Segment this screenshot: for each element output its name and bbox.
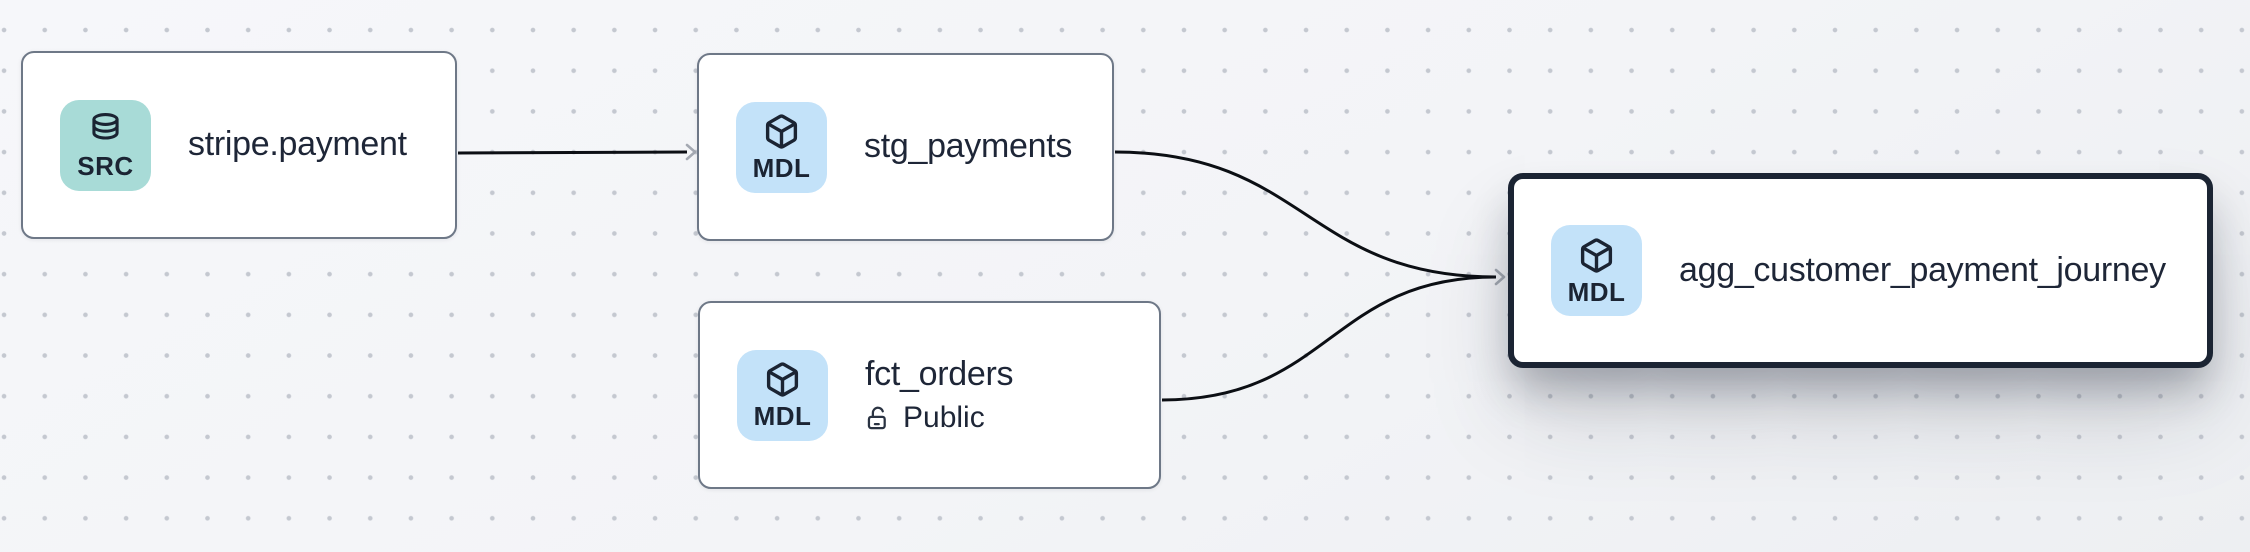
node-stg-payments[interactable]: MDL stg_payments (697, 53, 1114, 241)
badge-label: MDL (1567, 276, 1626, 307)
model-type-badge: MDL (1551, 225, 1642, 316)
lock-open-icon (867, 406, 886, 429)
visibility-row: Public (865, 401, 1013, 435)
node-title: agg_customer_payment_journey (1679, 250, 2166, 289)
node-title: stg_payments (864, 127, 1073, 166)
edge-stripe-payment-to-stg-payments[interactable] (457, 150, 688, 155)
badge-label: SRC (77, 151, 134, 181)
model-type-badge: MDL (736, 101, 827, 193)
node-agg-customer-payment-journey[interactable]: MDL agg_customer_payment_journey (1508, 173, 2213, 368)
database-icon (92, 113, 119, 140)
badge-label: MDL (752, 153, 811, 183)
node-stripe-payment[interactable]: SRC stripe.payment (21, 51, 457, 239)
node-fct-orders[interactable]: MDL fct_orders Public (698, 301, 1161, 489)
model-type-badge: MDL (737, 349, 828, 441)
node-title: fct_orders (865, 354, 1014, 393)
cube-icon (766, 362, 799, 397)
cube-icon (1580, 237, 1613, 273)
visibility-label: Public (903, 401, 985, 435)
source-type-badge: SRC (60, 99, 151, 191)
node-title-block: fct_orders Public (865, 355, 1013, 435)
arrowhead-icon (1494, 268, 1506, 286)
node-title: stripe.payment (188, 125, 407, 164)
badge-label: MDL (753, 401, 812, 431)
edge-fct-orders-to-agg-customer-payment-journey[interactable] (1161, 275, 1497, 402)
cube-icon (765, 114, 798, 149)
arrowhead-icon (685, 143, 697, 161)
edge-stg-payments-to-agg-customer-payment-journey[interactable] (1114, 150, 1497, 279)
